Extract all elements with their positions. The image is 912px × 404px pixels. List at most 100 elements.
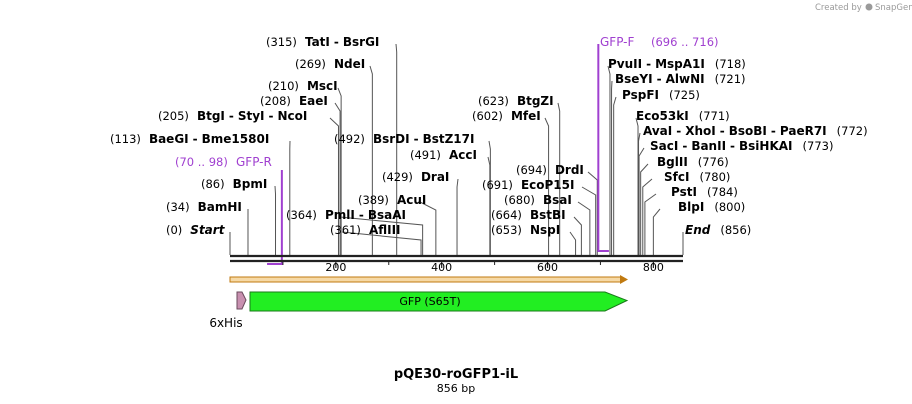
leader-line-pvuii [607, 65, 611, 255]
site-position: (694) [516, 163, 547, 177]
site-label-tati[interactable]: (315)TatI-BsrGI [266, 35, 379, 49]
site-label-pspfi[interactable]: PspFI (725) [622, 88, 700, 102]
site-label-acui[interactable]: (389) AcuI [358, 193, 426, 207]
leader-line-drai [456, 178, 459, 255]
site-position: (492) [334, 132, 365, 146]
site-label-sfci[interactable]: SfcI(780) [664, 170, 730, 184]
site-label-ndei[interactable]: (269) NdeI [295, 57, 365, 71]
site-label-pvuii[interactable]: PvuII-MspA1I(718) [608, 57, 746, 71]
site-label-drdi[interactable]: (694)DrdI [516, 163, 584, 177]
site-position: (784) [707, 185, 738, 199]
site-enzyme-name: EaeI [299, 94, 328, 108]
site-label-bsai[interactable]: (680) BsaI [504, 193, 572, 207]
site-position: (725) [669, 88, 700, 102]
site-enzyme-name: PspFI [622, 88, 659, 102]
leader-line-btgi [329, 117, 339, 255]
site-separator: - [730, 139, 735, 153]
site-label-avai[interactable]: AvaI-XhoI-BsoBI-PaeR7I(772) [643, 124, 868, 138]
site-enzyme-name: Start [190, 223, 225, 237]
site-enzyme-name: NspI [530, 223, 560, 237]
site-enzyme-name: BseYI [615, 72, 653, 86]
leader-line-ecop15i [581, 186, 597, 255]
site-enzyme-name: BanII [691, 139, 726, 153]
site-label-acci[interactable]: (491)AccI [410, 148, 477, 162]
site-label-bstbi[interactable]: (664)BstBI [491, 208, 566, 222]
site-separator: - [657, 72, 662, 86]
site-label-eco53ki[interactable]: Eco53kI(771) [636, 109, 730, 123]
site-enzyme-name: PaeR7I [780, 124, 827, 138]
leader-line-acui [419, 201, 437, 255]
site-separator: - [682, 139, 687, 153]
site-position: (113) [110, 132, 141, 146]
site-enzyme-name: BamHI [198, 200, 242, 214]
site-enzyme-name: MscI [307, 79, 338, 93]
site-separator: - [359, 208, 364, 222]
site-label-saci[interactable]: SacI-BanII-BsiHKAI(773) [650, 139, 833, 153]
site-separator: - [269, 109, 274, 123]
site-enzyme-name: MfeI [511, 109, 541, 123]
primer-range: (696 .. 716) [651, 35, 719, 49]
leader-line-msci [337, 87, 342, 255]
site-separator: - [229, 109, 234, 123]
site-label-baegi[interactable]: (113)BaeGI-Bme1580I [110, 132, 269, 146]
leader-line-saci [638, 147, 645, 255]
site-position: (800) [714, 200, 745, 214]
site-enzyme-name: Bme1580I [202, 132, 270, 146]
site-position: (0) [166, 223, 182, 237]
site-position: (429) [382, 170, 413, 184]
site-enzyme-name: BsaI [543, 193, 572, 207]
feature-gfp-arrow[interactable] [249, 291, 629, 312]
site-enzyme-name: AccI [449, 148, 477, 162]
site-label-blpi[interactable]: BlpI(800) [678, 200, 745, 214]
site-position: (205) [158, 109, 189, 123]
site-label-ecop15i[interactable]: (691)EcoP15I [482, 178, 574, 192]
site-label-afliii[interactable]: (361)AflIII [330, 223, 401, 237]
site-label-drai[interactable]: (429)DraI [382, 170, 449, 184]
primer-arrow [267, 170, 283, 265]
feature-track: GFP (S65T) 6xHis [209, 291, 629, 330]
site-enzyme-name: AlwNI [666, 72, 705, 86]
site-label-pmli[interactable]: (364)PmlI-BsaAI [286, 208, 406, 222]
site-label-bamhi[interactable]: (34)BamHI [166, 200, 242, 214]
leader-line-acci [487, 156, 491, 255]
leader-line-bsrdi [488, 140, 491, 255]
site-separator: - [720, 124, 725, 138]
site-enzyme-name: Eco53kI [636, 109, 689, 123]
site-position: (680) [504, 193, 535, 207]
primer-gfp-f[interactable]: GFP-F(696 .. 716) [597, 35, 719, 252]
site-label-bseyi[interactable]: BseYI-AlwNI (721) [615, 72, 746, 86]
leader-line-mfei [544, 117, 550, 255]
site-label-btgi[interactable]: (205)BtgI-StyI-NcoI [158, 109, 307, 123]
site-enzyme-name: BstZ17I [423, 132, 475, 146]
site-label-bglii[interactable]: BglII(776) [657, 155, 729, 169]
site-enzyme-name: NdeI [334, 57, 365, 71]
site-enzyme-name: AvaI [643, 124, 672, 138]
site-label-nspi[interactable]: (653)NspI [491, 223, 560, 237]
site-label-bpmi[interactable]: (86)BpmI [201, 177, 267, 191]
site-label-msci[interactable]: (210)MscI [268, 79, 338, 93]
site-position: (389) [358, 193, 389, 207]
site-position: (208) [260, 94, 291, 108]
site-enzyme-name: AcuI [397, 193, 426, 207]
site-label-eaei[interactable]: (208) EaeI [260, 94, 328, 108]
site-position: (856) [720, 223, 751, 237]
feature-6xhis-label: 6xHis [209, 316, 242, 330]
site-label-btgzi[interactable]: (623)BtgZI [478, 94, 554, 108]
feature-6xhis-arrow[interactable] [236, 291, 247, 310]
site-enzyme-name: TatI [305, 35, 330, 49]
site-label-bsrdi[interactable]: (492)BsrDI-BstZ17I [334, 132, 474, 146]
site-enzyme-name: BsrDI [373, 132, 410, 146]
leader-line-bsai [577, 201, 591, 255]
site-label-start[interactable]: (0) Start [166, 223, 226, 237]
primer-gfp-r[interactable]: (70 .. 98)GFP-R [175, 155, 283, 265]
site-position: (86) [201, 177, 225, 191]
site-position: (269) [295, 57, 326, 71]
leader-line-drdi [587, 171, 598, 255]
site-label-mfei[interactable]: (602)MfeI [472, 109, 541, 123]
site-position: (721) [715, 72, 746, 86]
site-label-psti[interactable]: PstI(784) [671, 185, 738, 199]
site-separator: - [771, 124, 776, 138]
site-label-end[interactable]: End(856) [685, 223, 751, 237]
feature-gfp-label: GFP (S65T) [399, 295, 460, 308]
